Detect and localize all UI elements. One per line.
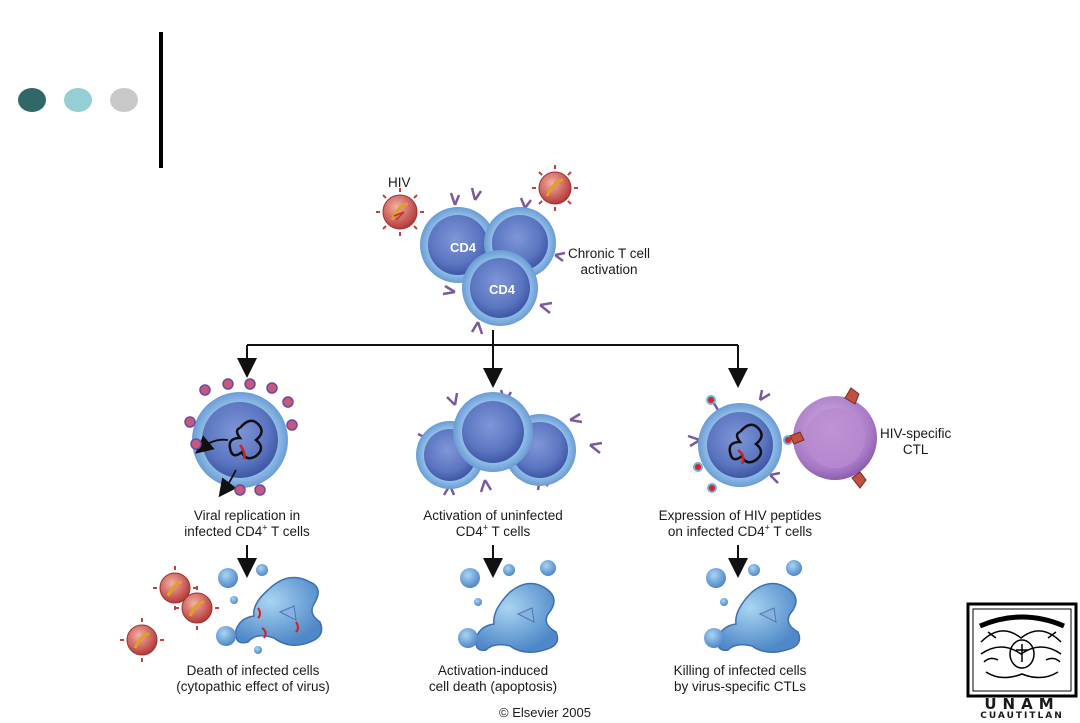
chronic-activation-label: Chronic T cell activation [568, 246, 651, 277]
top-cell-cluster: CD4 CD4 [420, 187, 566, 335]
unam-campus-text: UNAM CUAUTITLAN [966, 695, 1078, 723]
dying-cells-2 [458, 560, 559, 653]
bullet-dot-gray [110, 88, 138, 112]
title-divider [159, 32, 163, 168]
uninfected-cd4-cells [416, 389, 603, 496]
branch-3-bottom-label: Killing of infected cells by virus-speci… [673, 663, 807, 694]
branch-arrows [237, 330, 748, 388]
hiv-virus-top-right [532, 165, 578, 211]
branch-2-bottom-label: Activation-induced cell death (apoptosis… [428, 663, 558, 694]
infected-cd4-cell [184, 378, 298, 498]
unam-crest-logo [966, 602, 1078, 698]
bullet-dot-teal [64, 88, 92, 112]
branch-3-mid-label: Expression of HIV peptides on infected C… [658, 508, 822, 539]
top-cd4-label-a: CD4 [450, 240, 477, 255]
ctl-label: HIV-specific CTL [880, 426, 952, 457]
unam-name: UNAM [984, 695, 1060, 713]
hiv-specific-ctl [789, 387, 877, 489]
bullet-dot-dark [18, 88, 46, 112]
copyright-label: © Elsevier 2005 [499, 705, 591, 720]
branch-2-mid-label: Activation of uninfected CD4+ T cells [423, 508, 563, 539]
hiv-virus-cluster [120, 566, 219, 662]
top-cd4-label-b: CD4 [489, 282, 516, 297]
hiv-label: HIV [388, 175, 411, 190]
unam-campus: CUAUTITLAN [980, 711, 1064, 721]
dying-cells-1 [216, 564, 323, 654]
death-arrows [237, 545, 748, 578]
dying-cells-3 [704, 560, 802, 653]
peptide-presenting-cell [687, 389, 793, 493]
hiv-virus-top-left [376, 188, 424, 236]
branch-1-bottom-label: Death of infected cells (cytopathic effe… [176, 663, 330, 694]
branch-1-mid-label: Viral replication in infected CD4+ T cel… [184, 508, 310, 539]
